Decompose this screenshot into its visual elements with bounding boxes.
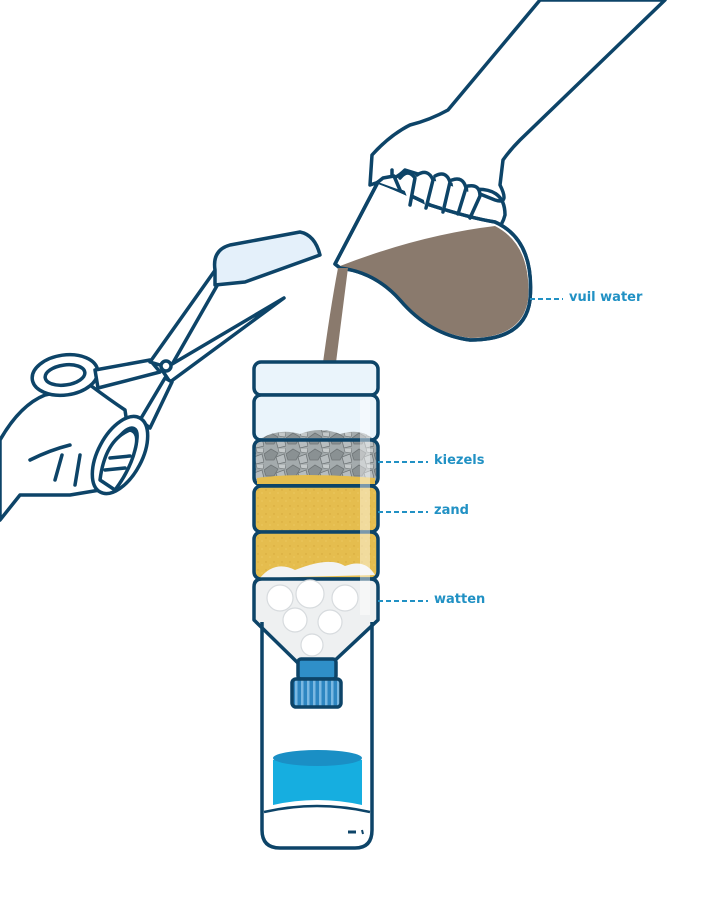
bottle-cap	[290, 657, 343, 709]
bottle-segment-top	[252, 360, 380, 397]
label-vuil-water: vuil water	[569, 290, 643, 305]
label-watten: watten	[434, 592, 486, 607]
collection-glass	[260, 622, 374, 850]
leader-lines	[378, 298, 563, 602]
clean-water	[273, 750, 362, 805]
measuring-jug	[333, 170, 533, 342]
label-zand: zand	[434, 503, 469, 518]
hand-holding-jug	[368, 0, 667, 203]
hand-with-scissors	[0, 250, 286, 522]
label-kiezels: kiezels	[434, 453, 485, 468]
cut-bottle-piece	[212, 230, 322, 287]
layer-zand	[252, 484, 380, 534]
filter-bottle	[252, 360, 380, 667]
